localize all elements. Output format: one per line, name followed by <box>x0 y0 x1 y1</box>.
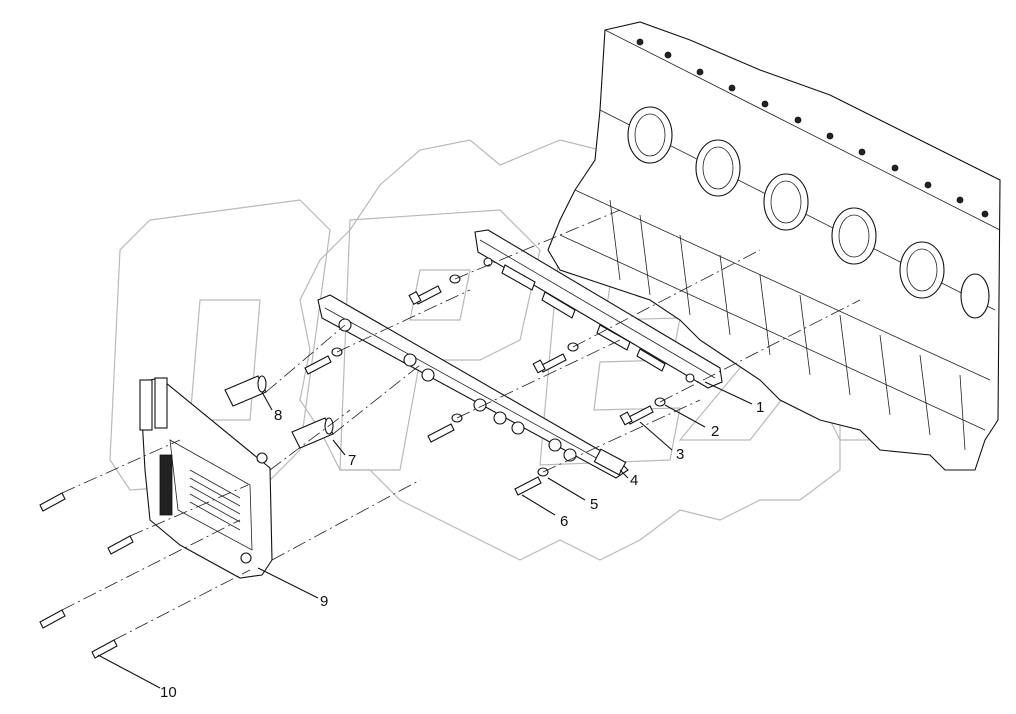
callout-1: 1 <box>756 399 764 416</box>
callout-5: 5 <box>590 496 598 513</box>
callout-3: 3 <box>676 446 684 463</box>
assembly-center-lines <box>61 209 861 641</box>
cylinder-bores <box>627 106 990 319</box>
part-4-fuel-rail <box>317 294 629 479</box>
callout-10: 10 <box>160 684 177 701</box>
part-8-spacer <box>224 375 267 407</box>
callout-8: 8 <box>274 407 282 424</box>
part-9-control-unit <box>139 377 273 579</box>
part-3-bolts <box>304 285 654 496</box>
part-10-long-bolts <box>39 492 134 659</box>
engine-block-crease-3 <box>559 234 986 431</box>
engine-block-ribs <box>609 199 966 451</box>
part-1-rail-bracket <box>474 229 723 389</box>
callout-6: 6 <box>560 513 568 530</box>
callout-leader-lines <box>97 381 753 689</box>
callout-7: 7 <box>348 452 356 469</box>
callout-9: 9 <box>320 593 328 610</box>
engine-deck-holes <box>636 38 989 218</box>
callout-2: 2 <box>711 423 719 440</box>
engine-block <box>547 21 1001 471</box>
callout-4: 4 <box>630 472 638 489</box>
engine-deck-edge <box>604 29 1001 231</box>
engine-block-crease-2 <box>574 189 991 381</box>
